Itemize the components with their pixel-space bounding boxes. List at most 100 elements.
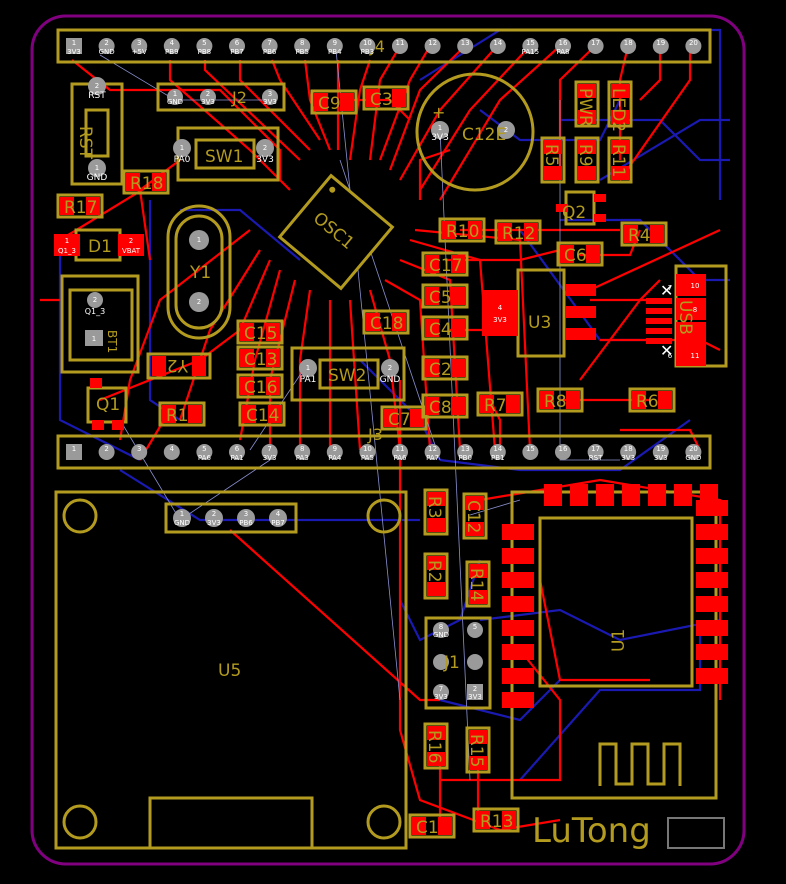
u1-pad xyxy=(696,500,728,516)
part-ref-label: R5 xyxy=(541,144,561,167)
j1-pin-label: 3V3 xyxy=(434,693,448,701)
mcu-osc1: OSC1 xyxy=(277,173,395,291)
part-ref-label: R6 xyxy=(636,392,659,412)
part-ref-label: R11 xyxy=(608,144,628,177)
j3-pin-number: 2 xyxy=(104,445,108,453)
u5-pin-number: 3 xyxy=(244,510,248,518)
j3-pin-number: 10 xyxy=(363,445,372,453)
j3-pin-number: 9 xyxy=(333,445,337,453)
svg-text:Q1: Q1 xyxy=(96,395,120,415)
crystal-y2: Y2 xyxy=(146,352,212,380)
j4-pin-label: GND xyxy=(99,48,115,56)
part-c14: C14 xyxy=(238,401,286,427)
part-ref-label: C5 xyxy=(429,288,452,308)
u1-pad xyxy=(502,668,534,684)
part-ref-label: R2 xyxy=(424,560,444,583)
u1-pad xyxy=(502,524,534,540)
u1-pad xyxy=(696,620,728,636)
j2-pin-label: GND xyxy=(167,98,183,106)
j4-pin-number: 5 xyxy=(202,39,206,47)
transistor-q2: Q2 xyxy=(556,190,606,226)
j4-pin-2 xyxy=(98,38,115,54)
j4-pin-label: PB4 xyxy=(328,48,342,56)
j3-pin-18 xyxy=(620,444,637,460)
j4-pin-number: 13 xyxy=(461,39,470,47)
u5-pin xyxy=(269,509,287,527)
j3-pin-label: 3V3 xyxy=(621,454,635,462)
svg-text:PA0: PA0 xyxy=(174,155,191,165)
j4-pin-number: 19 xyxy=(656,39,665,47)
svg-text:2: 2 xyxy=(95,82,99,90)
j4-pin-20 xyxy=(685,38,702,54)
j4-pin-11 xyxy=(392,38,408,54)
part-led2: LED2 xyxy=(607,80,633,132)
j3-pin-number: 14 xyxy=(493,445,502,453)
part-c18: C18 xyxy=(362,309,410,335)
part-r11: R11 xyxy=(607,136,633,184)
j3-pin-2 xyxy=(98,444,115,460)
part-ref-label: C4 xyxy=(429,320,452,340)
part-r9: R9 xyxy=(574,136,600,184)
svg-text:U5: U5 xyxy=(218,661,241,681)
j4-pin-label: PB6 xyxy=(263,48,277,56)
u1-pad xyxy=(502,644,534,660)
part-ref-label: C2 xyxy=(429,360,452,380)
j3-pin-20 xyxy=(685,444,702,460)
j4-pin-3 xyxy=(131,38,148,54)
part-ref-label: C7 xyxy=(388,410,411,430)
j4-pin-number: 7 xyxy=(267,39,271,47)
u5-pin xyxy=(173,509,191,527)
part-ref-label: R17 xyxy=(64,198,97,218)
header-j3-ref: J3 xyxy=(367,425,383,444)
j4-pin-number: 2 xyxy=(104,39,108,47)
j2-pin xyxy=(167,89,183,105)
part-c12: C12 xyxy=(462,492,488,540)
j4-pin-number: 4 xyxy=(170,39,175,47)
svg-text:U3: U3 xyxy=(528,313,551,333)
j3-pin-number: 6 xyxy=(235,445,240,453)
part-ref-label: R13 xyxy=(480,812,513,832)
svg-text:2: 2 xyxy=(129,237,133,245)
usb-connector: USB 10 8 11 7 6 ✕ ✕ xyxy=(646,264,728,368)
part-c17: C17 xyxy=(421,251,469,277)
part-ref-label: R10 xyxy=(446,222,479,242)
j3-pin-19 xyxy=(652,444,669,460)
part-r5: R5 xyxy=(540,136,566,184)
j3-pin-number: 11 xyxy=(396,445,405,453)
part-r16: R16 xyxy=(423,722,449,770)
part-ref-label: C16 xyxy=(244,378,278,398)
j3-pin-14 xyxy=(489,444,506,460)
part-c1: C1 xyxy=(408,813,456,839)
svg-text:D1: D1 xyxy=(88,237,112,257)
j1-pin xyxy=(467,684,483,700)
j3-pin-4 xyxy=(163,444,180,460)
svg-text:J1: J1 xyxy=(443,653,460,673)
j3-pin-label: PA1 xyxy=(230,454,243,462)
j1-pin xyxy=(433,654,449,670)
j4-pin-15 xyxy=(522,38,539,54)
svg-text:10: 10 xyxy=(691,282,700,290)
j3-pin-label: PA5 xyxy=(361,454,374,462)
part-c6: C6 xyxy=(556,241,604,267)
part-ref-label: R8 xyxy=(544,392,567,412)
u1-pad xyxy=(648,484,666,506)
j1-pin-number: 7 xyxy=(439,685,443,693)
part-r17: R17 xyxy=(56,193,104,219)
j4-pin-number: 10 xyxy=(363,39,372,47)
j3-pin-5 xyxy=(196,444,213,460)
j3-pin-label: 3V3 xyxy=(654,454,668,462)
j1-pin xyxy=(467,622,483,638)
part-ref-label: R3 xyxy=(424,496,444,519)
j3-pin-number: 17 xyxy=(591,445,600,453)
j3-pin-number: 20 xyxy=(689,445,698,453)
j3-pin-1 xyxy=(66,444,82,460)
u1-pad xyxy=(502,620,534,636)
svg-text:6: 6 xyxy=(668,352,673,360)
u1-pad xyxy=(622,484,640,506)
part-r1: R1 xyxy=(158,401,206,427)
j4-pin-number: 15 xyxy=(526,39,535,47)
part-r13: R13 xyxy=(472,807,520,833)
